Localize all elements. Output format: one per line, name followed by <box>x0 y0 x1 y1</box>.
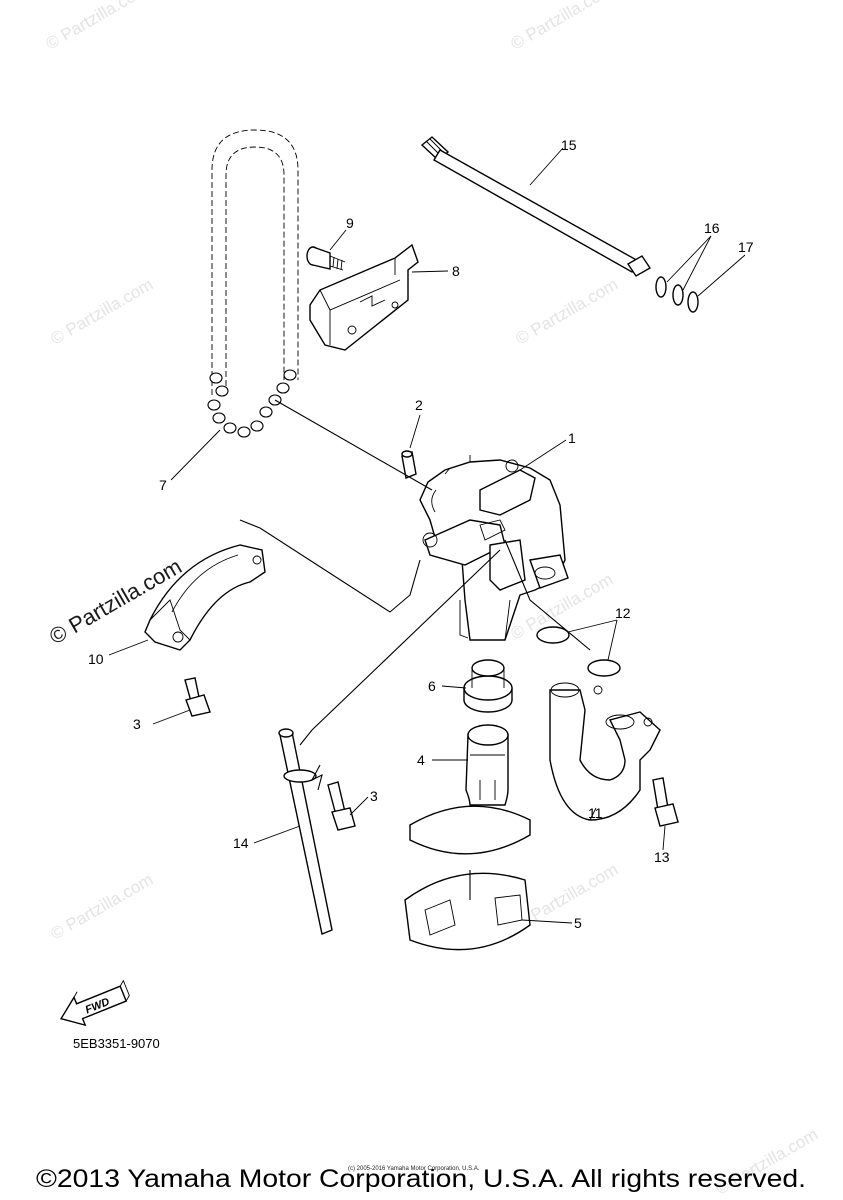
callout-11: 11 <box>588 805 603 821</box>
callout-15: 15 <box>561 137 577 153</box>
callout-12: 12 <box>615 605 631 621</box>
callout-6: 6 <box>428 678 436 694</box>
watermark: © Partzilla.com <box>48 870 157 944</box>
watermark-layer: © Partzilla.com © Partzilla.com © Partzi… <box>43 0 822 1198</box>
part-1-oil-pump <box>419 455 569 641</box>
part-10-cover <box>144 544 266 651</box>
callout-3b: 3 <box>370 788 378 804</box>
callout-13: 13 <box>654 849 670 865</box>
callout-5: 5 <box>574 915 582 931</box>
part-11-pipe-bend <box>549 682 661 821</box>
part-2-dowel <box>401 450 417 479</box>
fine-print: (c) 2005-2016 Yamaha Motor Corporation, … <box>348 1166 480 1172</box>
callout-2: 2 <box>415 397 423 413</box>
callout-10: 10 <box>88 651 104 667</box>
part-3-bolt-b <box>327 781 356 831</box>
callout-labels: 1 2 3 3 4 5 6 7 8 9 10 11 12 13 14 15 16… <box>88 137 754 931</box>
watermark: © Partzilla.com <box>43 0 152 53</box>
part-9-bolt <box>306 246 346 271</box>
callout-16: 16 <box>704 220 720 236</box>
part-4-strainer-body <box>409 724 531 855</box>
part-13-bolt <box>652 777 679 827</box>
part-8-chain-guide <box>309 243 419 351</box>
fwd-arrow: FWD <box>59 979 130 1027</box>
callout-7: 7 <box>159 477 167 493</box>
part-14-pipe <box>278 728 333 935</box>
part-3-bolt-a <box>184 677 211 717</box>
callout-3a: 3 <box>133 716 141 732</box>
watermark: © Partzilla.com <box>48 275 157 349</box>
callout-14: 14 <box>233 835 249 851</box>
part-7-chain <box>207 129 299 438</box>
watermark: © Partzilla.com <box>508 0 617 53</box>
part-16-17-orings <box>655 276 699 313</box>
reference-lines <box>239 399 591 900</box>
leader-lines <box>108 147 746 924</box>
callout-4: 4 <box>417 752 425 768</box>
part-12-gaskets <box>536 626 621 677</box>
part-5-screen <box>404 872 531 951</box>
diagram-code: 5EB3351-9070 <box>73 1036 160 1051</box>
chain-links <box>207 369 297 438</box>
part-6-collar <box>463 659 513 713</box>
copyright-footer: ©2013 Yamaha Motor Corporation, U.S.A. A… <box>36 1165 806 1193</box>
part-15-pipe <box>420 136 651 277</box>
callout-1: 1 <box>568 430 576 446</box>
watermark: © Partzilla.com <box>513 275 622 349</box>
callout-9: 9 <box>346 215 354 231</box>
callout-17: 17 <box>738 239 754 255</box>
callout-8: 8 <box>452 263 460 279</box>
